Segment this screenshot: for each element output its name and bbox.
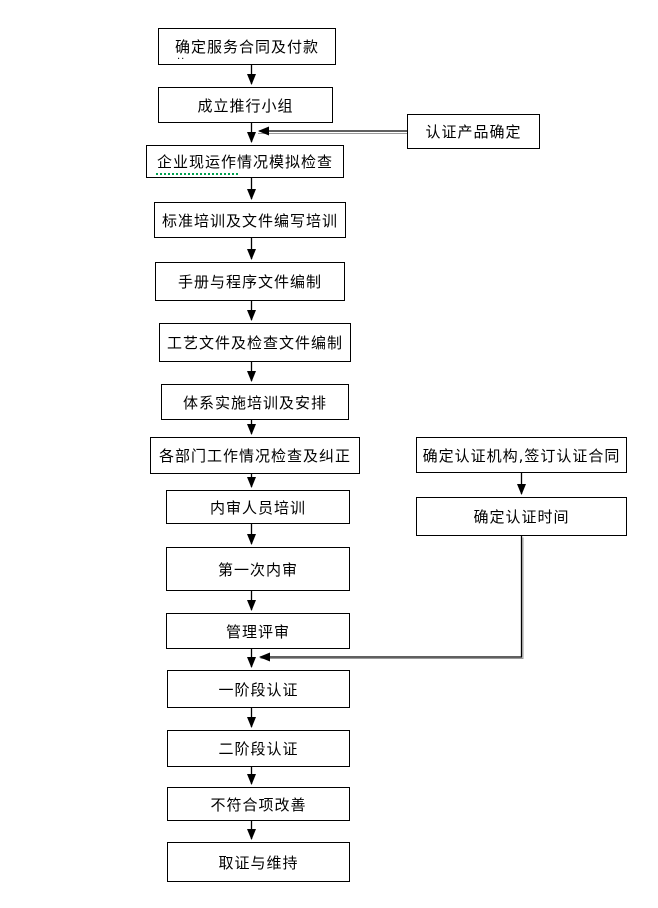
spellcheck-squiggle <box>156 169 238 175</box>
flow-node-certification-body-and-contract: 确定认证机构,签订认证合同 <box>416 437 627 473</box>
flow-node-label: 成立推行小组 <box>197 96 294 115</box>
flow-node-system-implementation-training: 体系实施培训及安排 <box>161 384 349 420</box>
flow-node-label: 管理评审 <box>225 622 290 641</box>
flow-node-stage-one-certification: 一阶段认证 <box>167 670 350 708</box>
flow-node-management-review: 管理评审 <box>166 613 350 649</box>
flow-node-label: 取证与维持 <box>218 853 299 872</box>
flow-node-certification-product-determination: 认证产品确定 <box>407 114 540 149</box>
flow-node-label: 内审人员培训 <box>209 498 306 517</box>
flow-node-label: 各部门工作情况检查及纠正 <box>158 447 351 465</box>
flow-node-standard-and-document-writing-training: 标准培训及文件编写培训 <box>154 202 346 238</box>
flow-node-label: 不符合项改善 <box>210 795 307 814</box>
flow-node-label: 企业现运作情况模拟检查 <box>156 153 333 171</box>
flow-node-certification-time-determination: 确定认证时间 <box>416 497 627 536</box>
flow-node-label: 工艺文件及检查文件编制 <box>166 334 343 352</box>
flow-node-label: 第一次内审 <box>217 560 298 579</box>
flow-node-label: 确定认证时间 <box>473 508 570 526</box>
flow-node-process-and-inspection-document-compilation: 工艺文件及检查文件编制 <box>159 323 351 362</box>
flow-node-certificate-obtainment-maintenance: 取证与维持 <box>167 842 350 882</box>
flow-node-first-internal-audit: 第一次内审 <box>166 547 350 591</box>
flow-node-label: 一阶段认证 <box>218 680 299 699</box>
flow-node-label: 手册与程序文件编制 <box>177 273 322 291</box>
flow-node-nonconformity-improvement: 不符合项改善 <box>167 787 350 821</box>
flow-node-confirm-service-contract-payment: 确定服务合同及付款 .. <box>158 28 336 65</box>
flow-node-establish-implementation-team: 成立推行小组 <box>158 87 333 123</box>
flow-node-manual-procedure-document-compilation: 手册与程序文件编制 <box>155 262 345 301</box>
flow-node-department-work-check-correction: 各部门工作情况检查及纠正 <box>150 437 360 474</box>
flow-node-enterprise-operation-mock-check: 企业现运作情况模拟检查 <box>146 145 344 178</box>
flow-node-label: 标准培训及文件编写培训 <box>161 211 338 230</box>
flow-node-label: 体系实施培训及安排 <box>182 393 327 412</box>
flow-node-label: 确定认证机构,签订认证合同 <box>422 446 621 465</box>
flow-node-label: 确定服务合同及付款 <box>174 38 319 56</box>
flow-node-stage-two-certification: 二阶段认证 <box>167 730 350 767</box>
flow-node-internal-auditor-training: 内审人员培训 <box>166 490 350 524</box>
flow-node-label: 二阶段认证 <box>218 740 299 758</box>
flow-node-label: 认证产品确定 <box>425 123 522 141</box>
flow-node-note: .. <box>177 51 186 62</box>
